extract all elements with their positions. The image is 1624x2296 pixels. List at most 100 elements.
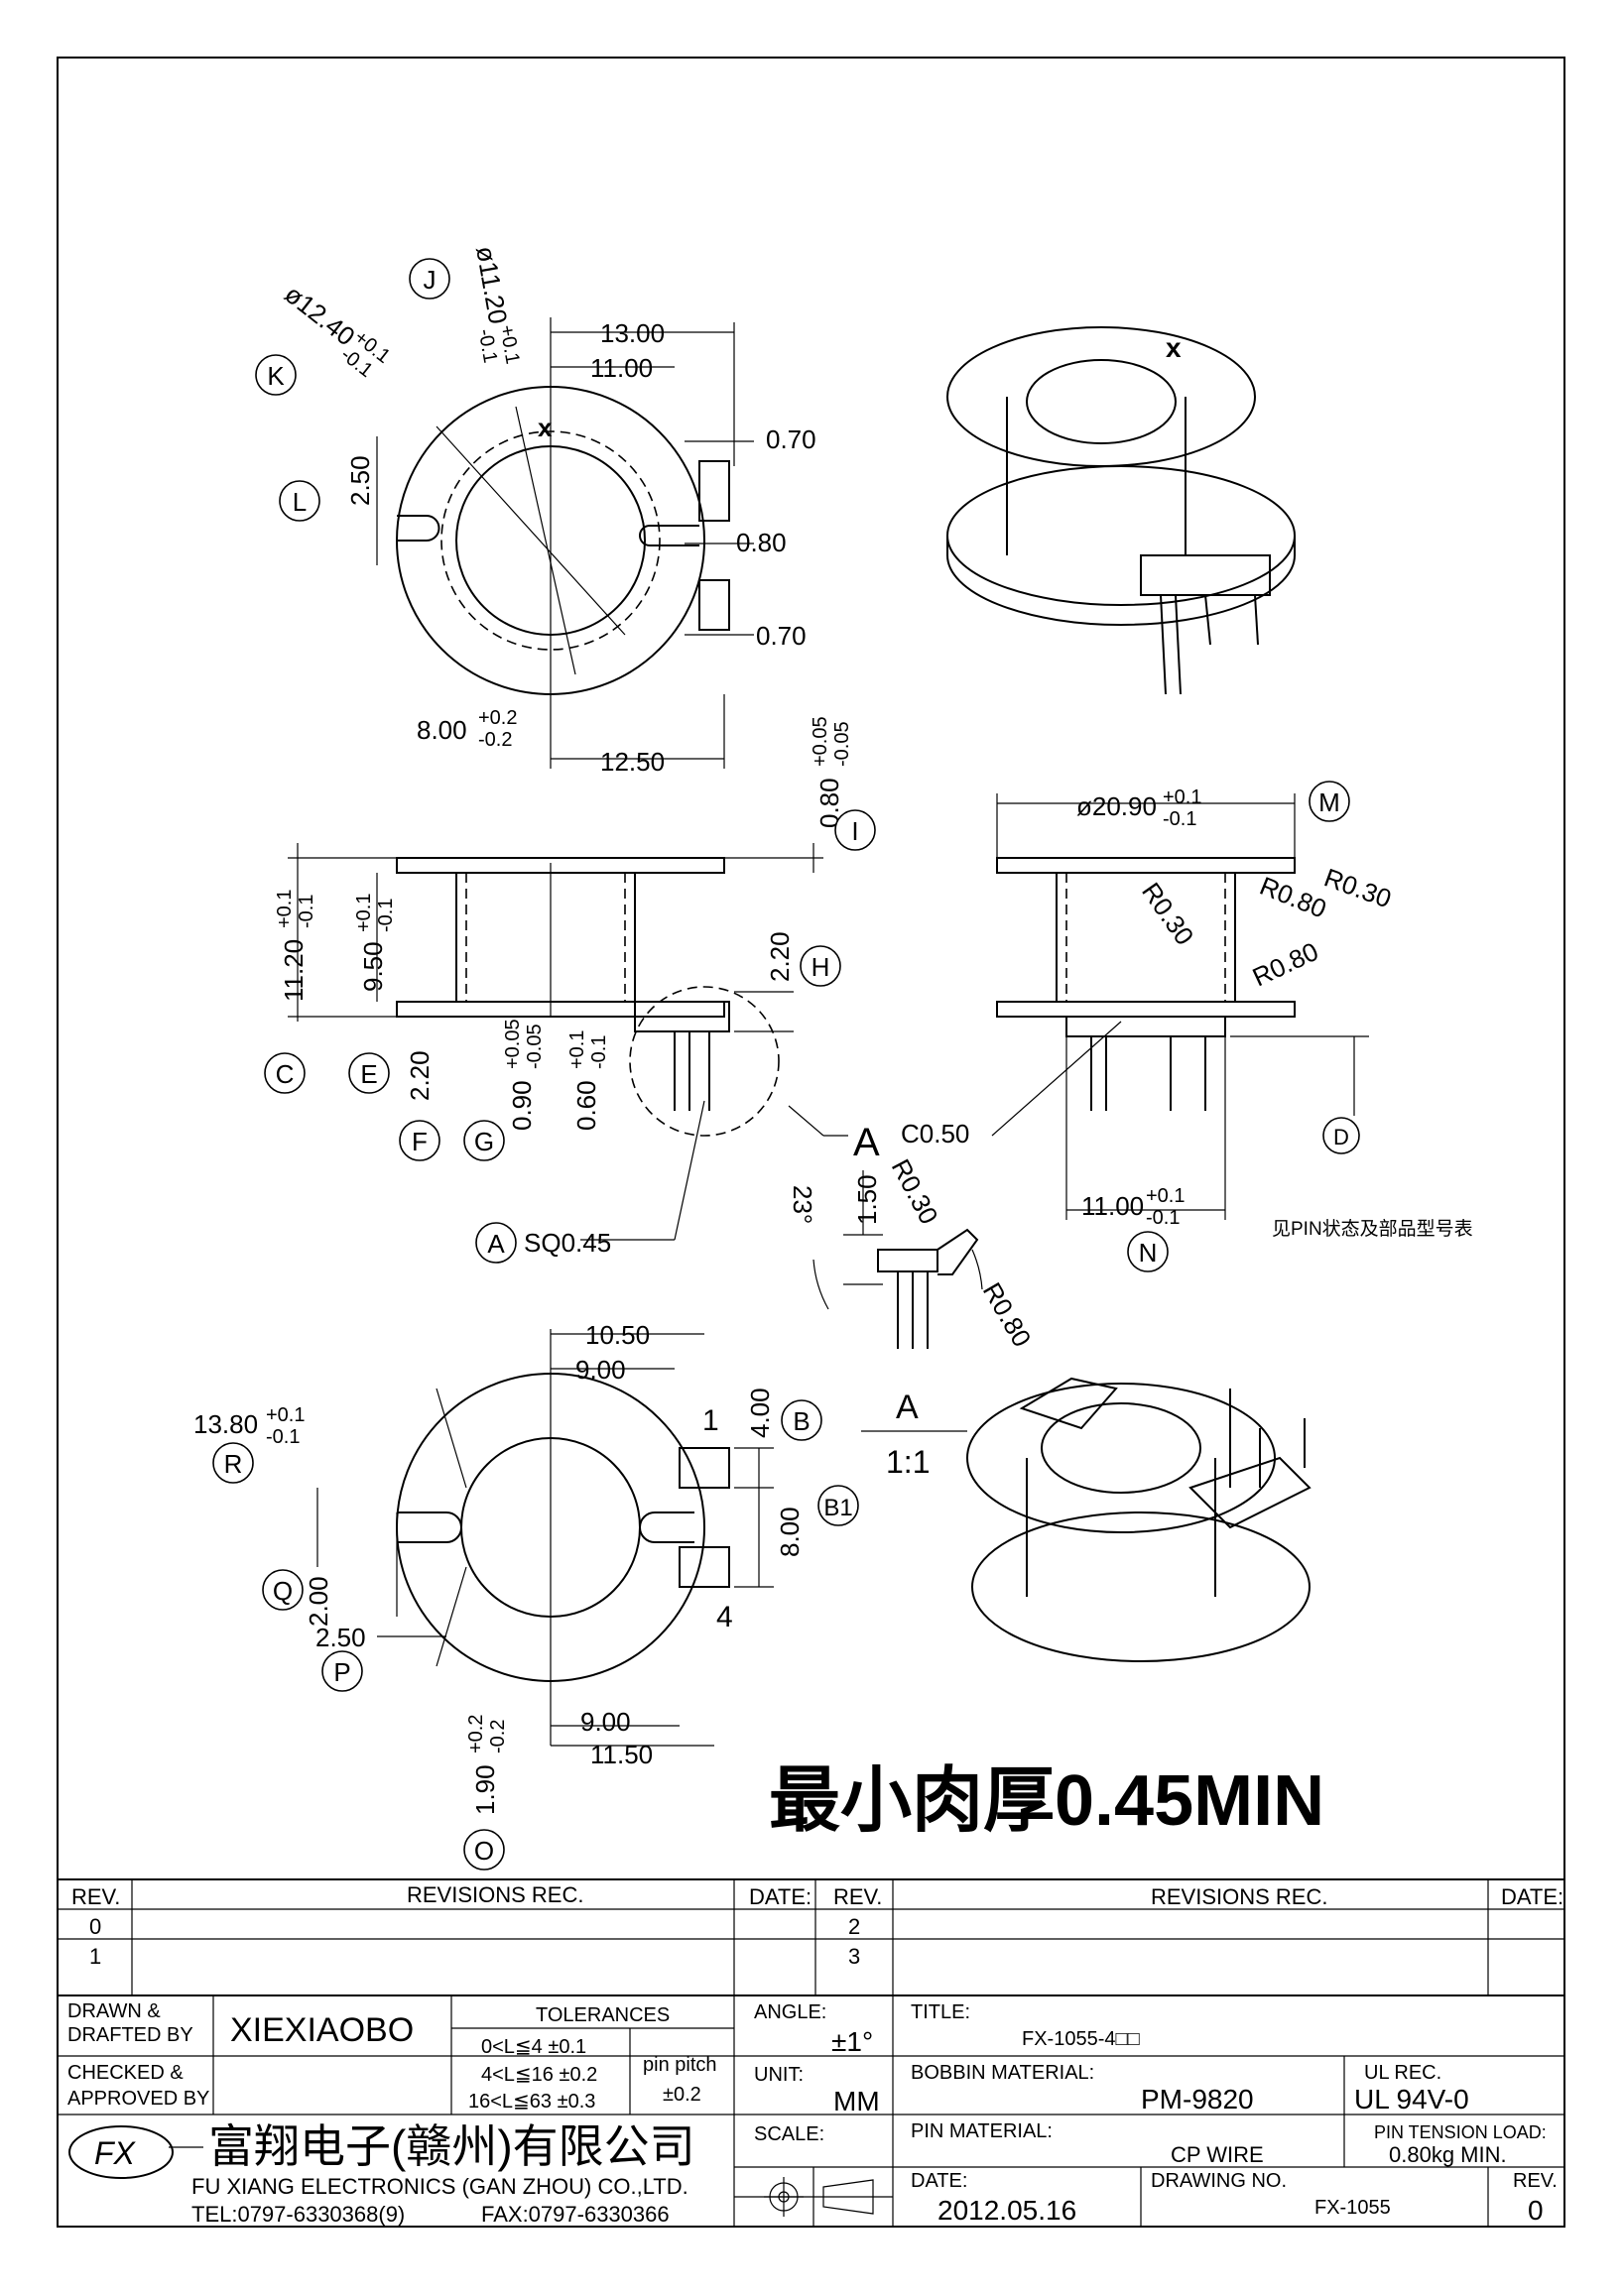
company-name-en: FU XIANG ELECTRONICS (GAN ZHOU) CO.,LTD. (191, 2174, 688, 2199)
dim-8-00-label: 8.00 +0.2 -0.2 (417, 707, 517, 751)
angle-value: ±1° (831, 2026, 873, 2057)
section-a-label: A (853, 1121, 880, 1164)
pin-material-value: CP WIRE (1171, 2142, 1264, 2167)
detail-a-angle: 23° (788, 1185, 817, 1224)
unit-label: UNIT: (754, 2064, 804, 2086)
dim-13-00: 13.00 (600, 318, 665, 348)
drawing-no-label: DRAWING NO. (1151, 2170, 1287, 2192)
svg-text:+0.05: +0.05 (810, 716, 831, 767)
balloon-r: R (224, 1449, 243, 1479)
svg-text:-0.1: -0.1 (266, 1426, 300, 1448)
svg-text:-0.05: -0.05 (524, 1024, 546, 1069)
dim-n-label: 11.00 +0.1 -0.1 (1081, 1185, 1185, 1229)
rev-row-1: 1 (89, 1944, 101, 1969)
balloon-q: Q (273, 1576, 293, 1606)
drawing-no-value: FX-1055 (1314, 2197, 1391, 2219)
detail-a-r030: R0.30 (886, 1154, 944, 1229)
dim-2-50-bottom: 2.50 (315, 1623, 366, 1652)
side-view (396, 857, 780, 1137)
title-value: FX-1055-4□□ (1022, 2028, 1140, 2050)
rev-row-3: 3 (848, 1944, 860, 1969)
svg-text:+0.1: +0.1 (353, 894, 375, 932)
bobbin-material-label: BOBBIN MATERIAL: (911, 2062, 1094, 2084)
dim-11-00: 11.00 (590, 353, 653, 383)
drawn-label-1: DRAWN & (67, 2000, 161, 2022)
ul-rec-label: UL REC. (1364, 2062, 1441, 2084)
svg-text:ø12.40: ø12.40 (279, 279, 360, 351)
svg-text:+0.1: +0.1 (1163, 786, 1201, 808)
balloon-a: A (487, 1229, 505, 1259)
balloon-j: J (424, 265, 437, 295)
drawn-label-2: DRAFTED BY (67, 2024, 193, 2046)
r030-front-a: R0.30 (1136, 877, 1199, 950)
svg-text:+0.1: +0.1 (266, 1404, 305, 1426)
pin-4-label: 4 (716, 1601, 733, 1633)
revisions-rec-label: REVISIONS REC. (407, 1882, 583, 1907)
dim-m-label: ø20.90 +0.1 -0.1 (1076, 786, 1201, 830)
r080-front-b: R0.80 (1248, 936, 1323, 993)
svg-text:-0.1: -0.1 (1163, 808, 1196, 830)
svg-text:ø11.20: ø11.20 (470, 244, 513, 326)
svg-text:-0.1: -0.1 (296, 895, 317, 928)
detail-a-dim-150: 1.50 (852, 1174, 882, 1225)
dim-8-00-bottom: 8.00 (775, 1507, 805, 1557)
dim-r-label: 13.80 +0.1 -0.1 (193, 1404, 305, 1448)
balloon-e: E (360, 1059, 377, 1089)
revisions-rec-label-2: REVISIONS REC. (1151, 1884, 1327, 1909)
svg-text:ø20.90: ø20.90 (1076, 791, 1157, 821)
date-label-2: DATE: (1501, 1884, 1563, 1909)
balloon-b1: B1 (823, 1495, 852, 1521)
rev-value: 0 (1528, 2195, 1544, 2226)
dim-0-80: 0.80 (736, 528, 787, 557)
pin-tension-value: 0.80kg MIN. (1389, 2142, 1507, 2167)
title-label: TITLE: (911, 2001, 970, 2023)
dim-2-00: 2.00 (304, 1576, 333, 1627)
isometric-view-top: x (946, 326, 1296, 695)
svg-text:-0.1: -0.1 (1146, 1207, 1180, 1229)
svg-text:13.80: 13.80 (193, 1409, 258, 1439)
balloon-h: H (812, 952, 830, 982)
svg-text:-0.2: -0.2 (478, 729, 512, 751)
rev-label-2: REV. (833, 1884, 882, 1909)
svg-text:0.90: 0.90 (507, 1080, 537, 1131)
balloon-l: L (293, 487, 307, 517)
thickness-note: 最小肉厚0.45MIN (769, 1761, 1324, 1841)
pin-pitch-label: pin pitch (643, 2054, 717, 2076)
balloon-p: P (333, 1657, 350, 1687)
pin-pitch-value: ±0.2 (663, 2084, 701, 2106)
tol-row-1: 4<L≦16 ±0.2 (481, 2064, 597, 2086)
dia-j-label: ø11.20 +0.1 -0.1 (470, 244, 524, 366)
date-label: DATE: (749, 1884, 812, 1909)
pin-1-label: 1 (702, 1404, 719, 1437)
svg-text:-0.1: -0.1 (375, 899, 397, 932)
bottom-view (396, 1329, 730, 1746)
pin-material-label: PIN MATERIAL: (911, 2120, 1053, 2142)
scale-label: SCALE: (754, 2123, 824, 2145)
dim-11-50: 11.50 (590, 1740, 653, 1769)
dim-g-label: 0.90 +0.05 -0.05 (502, 1019, 546, 1131)
checked-label-1: CHECKED & (67, 2062, 184, 2084)
balloon-n: N (1139, 1238, 1158, 1268)
dim-h-2-20: 2.20 (765, 931, 795, 982)
r080-front-a: R0.80 (1256, 871, 1331, 924)
detail-a-r080: R0.80 (977, 1277, 1038, 1352)
svg-text:-0.05: -0.05 (831, 721, 853, 767)
bobbin-material-value: PM-9820 (1141, 2084, 1254, 2115)
dim-e-label: 9.50 +0.1 -0.1 (353, 894, 397, 992)
company-tel: TEL:0797-6330368(9) (191, 2202, 405, 2227)
date-label-3: DATE: (911, 2170, 967, 2192)
svg-text:x: x (1166, 332, 1182, 363)
svg-text:0.60: 0.60 (571, 1080, 601, 1131)
dim-o-label: 1.90 +0.2 -0.2 (465, 1715, 509, 1815)
dim-2-50-top: 2.50 (345, 455, 375, 506)
balloon-group: J K L I H C E F G A M N D B B1 R Q P O (212, 258, 1360, 1871)
svg-text:-0.2: -0.2 (487, 1720, 509, 1753)
dim-4-00: 4.00 (745, 1388, 775, 1438)
rev-label: REV. (71, 1884, 120, 1909)
view-a-scale: 1:1 (886, 1444, 930, 1480)
svg-text:+0.2: +0.2 (478, 707, 517, 729)
svg-text:+0.1: +0.1 (274, 890, 296, 928)
company-name-cn: 富翔电子(赣州)有限公司 (208, 2120, 695, 2172)
r030-front-b: R0.30 (1320, 862, 1395, 913)
dim-10-50: 10.50 (585, 1320, 650, 1350)
